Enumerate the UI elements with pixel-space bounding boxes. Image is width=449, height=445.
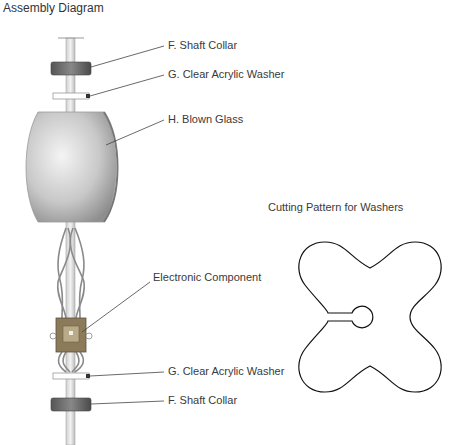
terminal (50, 333, 56, 339)
terminal (86, 333, 92, 339)
part-label: H. Blown Glass (168, 113, 243, 126)
part-label: F. Shaft Collar (168, 394, 237, 407)
part-label: F. Shaft Collar (168, 39, 237, 52)
diagram-title: Assembly Diagram (3, 2, 104, 15)
part-label: Electronic Component (153, 271, 261, 284)
blown-glass (26, 112, 116, 222)
glass-rim (104, 112, 118, 222)
leader-lines (82, 46, 164, 404)
part-label: G. Clear Acrylic Washer (168, 365, 284, 378)
electronic-component (56, 318, 86, 352)
part-label: Cutting Pattern for Washers (268, 201, 403, 214)
shaft-collar (51, 398, 91, 411)
washer-cutting-pattern (299, 242, 441, 392)
acrylic-washer (53, 373, 89, 379)
washer-edge (86, 94, 90, 98)
part-label: G. Clear Acrylic Washer (168, 68, 284, 81)
shaft-collar (51, 62, 91, 75)
rod-cap (58, 38, 84, 39)
washer-edge (86, 374, 90, 378)
chip (63, 326, 79, 342)
acrylic-washer (53, 93, 89, 99)
chip-dot (69, 331, 73, 335)
